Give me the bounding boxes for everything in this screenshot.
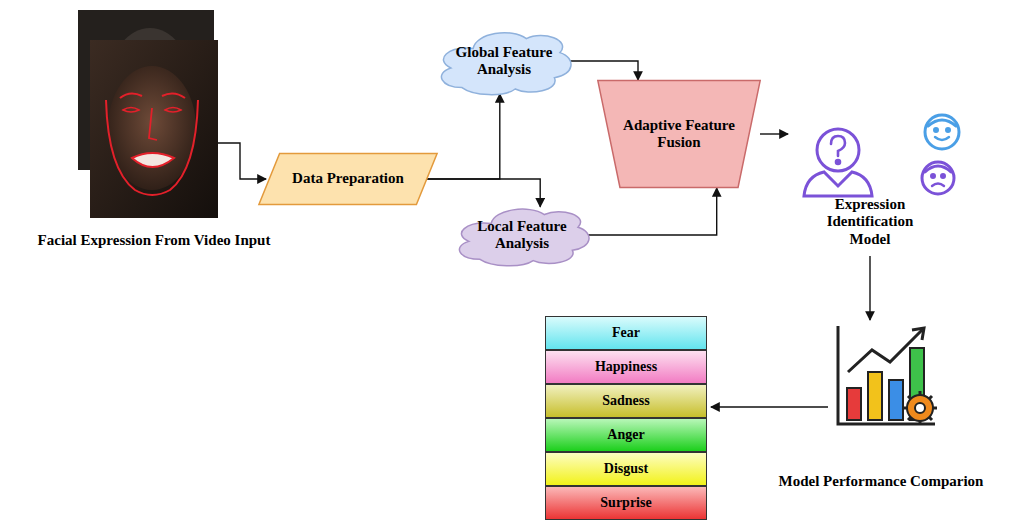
- node-text: Anger: [607, 427, 644, 443]
- fusion-trapezoid: Adaptive Feature Fusion: [597, 80, 761, 188]
- node-text: Global Feature Analysis: [448, 44, 560, 79]
- node-text: Adaptive Feature Fusion: [621, 117, 737, 152]
- class-box: Disgust: [545, 452, 707, 486]
- caption-label: Expression Identification Model: [812, 196, 928, 248]
- caption-label: Model Performance Comparion: [752, 473, 1010, 490]
- flow-arrow: [427, 179, 540, 207]
- caption-label: Facial Expression From Video Input: [4, 232, 304, 249]
- chart-icon: [838, 326, 937, 425]
- node-text: Data Preparation: [292, 170, 404, 187]
- class-box: Anger: [545, 418, 707, 452]
- process-cloud: Global Feature Analysis: [434, 26, 574, 96]
- video-frame-front: [90, 40, 218, 218]
- process-parallelogram: Data Preparation: [258, 153, 438, 205]
- class-box: Fear: [545, 316, 707, 350]
- node-text: Surprise: [600, 495, 651, 511]
- node-text: Disgust: [604, 461, 648, 477]
- input-arrow: [218, 143, 266, 179]
- flow-arrow: [588, 188, 717, 235]
- flow-arrow: [570, 61, 638, 80]
- flow-arrow: [427, 94, 500, 179]
- node-text: Fear: [612, 325, 640, 341]
- node-text: Sadness: [602, 393, 649, 409]
- result-arrow: [711, 406, 828, 407]
- process-cloud: Local Feature Analysis: [452, 203, 592, 267]
- node-text: Happiness: [595, 359, 657, 375]
- class-box: Sadness: [545, 384, 707, 418]
- class-box: Happiness: [545, 350, 707, 384]
- model-arrow: [869, 256, 870, 320]
- node-text: Local Feature Analysis: [466, 218, 578, 253]
- fusion-arrow: [760, 133, 788, 134]
- class-box: Surprise: [545, 486, 707, 520]
- people-icon: [804, 115, 959, 196]
